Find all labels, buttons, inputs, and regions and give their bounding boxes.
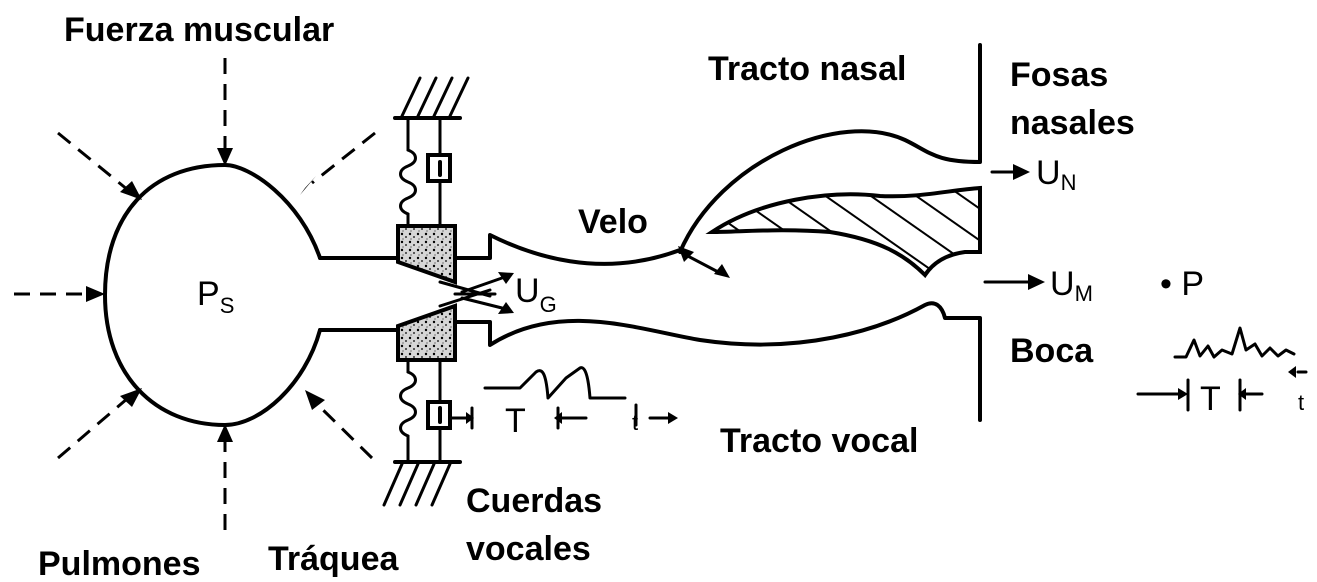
symbol-un: UN xyxy=(1036,154,1076,195)
symbol-ps-sub: S xyxy=(220,293,235,318)
vocal-folds-mechanism xyxy=(382,76,514,507)
symbol-ug-main: U xyxy=(515,272,540,310)
nasal-tract xyxy=(678,43,982,279)
label-cuerdas: Cuerdas xyxy=(466,482,602,520)
symbol-un-sub: N xyxy=(1061,170,1077,195)
output-waveform xyxy=(1136,326,1308,412)
symbol-um-sub: M xyxy=(1075,281,1093,306)
label-vocales: vocales xyxy=(466,530,591,568)
symbol-ps: PS xyxy=(197,275,234,318)
label-velo: Velo xyxy=(578,203,648,241)
label-fuerza-muscular: Fuerza muscular xyxy=(64,11,334,49)
muscle-force-arrows xyxy=(14,58,376,530)
label-nasales: nasales xyxy=(1010,104,1135,142)
symbol-period-output: T xyxy=(1200,380,1221,418)
glottal-waveform xyxy=(448,366,678,430)
symbol-ug: UG xyxy=(515,272,557,317)
symbol-p: • P xyxy=(1160,265,1204,303)
label-traquea: Tráquea xyxy=(268,540,399,578)
label-tracto-vocal: Tracto vocal xyxy=(720,422,918,460)
symbol-ps-main: P xyxy=(197,275,220,313)
vocal-tract xyxy=(453,233,982,422)
label-fosas: Fosas xyxy=(1010,56,1108,94)
symbol-period-glottal: T xyxy=(505,402,526,440)
label-pulmones: Pulmones xyxy=(38,545,200,582)
label-tracto-nasal: Tracto nasal xyxy=(708,50,906,88)
output-flow-arrows xyxy=(983,164,1045,290)
lungs xyxy=(103,163,399,427)
symbol-um: UM xyxy=(1050,265,1093,306)
symbol-time-glottal: t xyxy=(632,410,638,435)
label-boca: Boca xyxy=(1010,332,1094,370)
symbol-um-main: U xyxy=(1050,265,1075,303)
symbol-ug-sub: G xyxy=(540,292,557,317)
symbol-un-main: U xyxy=(1036,154,1061,192)
symbol-time-output: t xyxy=(1298,390,1304,415)
